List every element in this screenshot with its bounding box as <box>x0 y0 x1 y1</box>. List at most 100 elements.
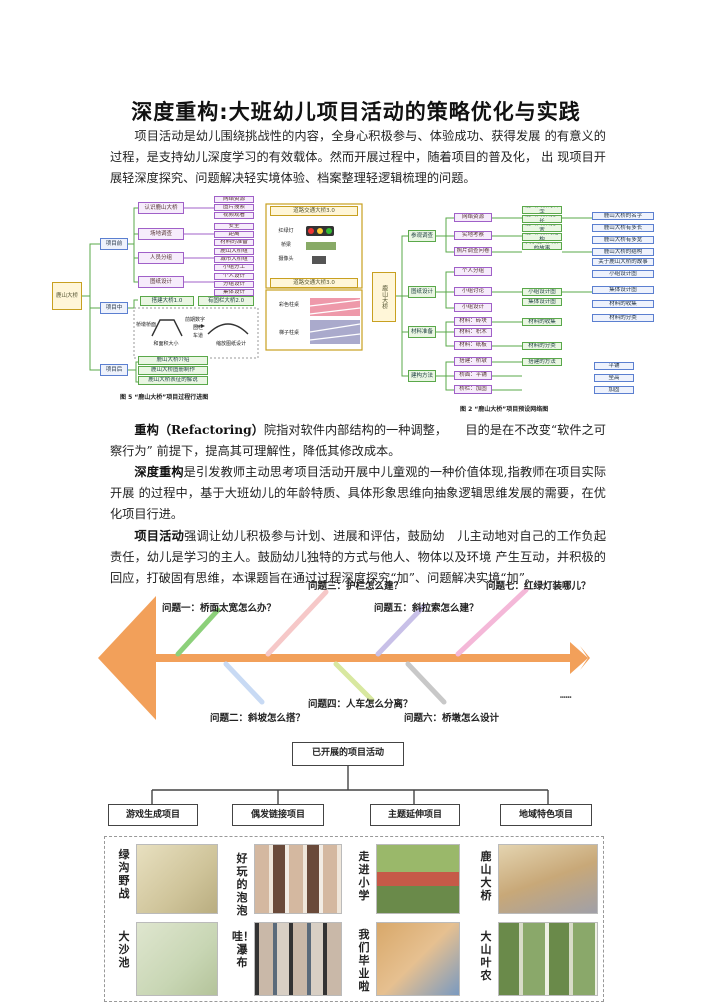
pre-item: 个人设计 <box>214 273 254 280</box>
network-detail: 关于鹿山大桥的故事 <box>522 242 562 250</box>
activity-tree-root: 已开展的项目活动 <box>292 742 404 766</box>
pre-item: 小组分工 <box>214 264 254 271</box>
mid-bridge-v3b: 道路交通大桥3.0 <box>270 278 358 288</box>
fishbone-question-2: 问题二：斜坡怎么搭？ <box>210 713 306 724</box>
fishbone-diagram: 问题一：桥面太宽怎么办？ 问题三：护栏怎么建？ 问题五：斜拉索怎么建？ 问题七：… <box>90 570 610 730</box>
network-leaf: 实地考察 <box>454 231 492 240</box>
photo-grid-frame <box>104 836 604 1002</box>
pre-item: 城市大桥组 <box>214 256 254 263</box>
mid-label: 缩放图纸设计 <box>215 341 246 347</box>
mid-label: 车道 <box>192 333 203 339</box>
network-detail: 搭建的方法 <box>522 358 562 366</box>
fishbone-question-6: 问题六：桥墩怎么设计 <box>404 713 500 724</box>
activity-item-label: 我们毕业啦 <box>358 928 370 993</box>
mid-bridge-v1: 搭建大桥1.0 <box>140 296 194 306</box>
definition-term: 重构（Refactoring） <box>134 423 264 437</box>
fishbone-question-1: 问题一：桥面太宽怎么办？ <box>162 603 277 614</box>
mid-bridge-v2: 有固栏大桥2.0 <box>198 296 254 306</box>
definition-term: 项目活动 <box>134 529 185 543</box>
network-detail: 加固 <box>594 386 634 394</box>
network-leaf: 小组讨论 <box>454 287 492 296</box>
network-leaf: 材料：积木 <box>454 328 492 337</box>
network-leaf: 搭建：桥墩 <box>454 357 492 366</box>
network-detail: 鹿山大桥有多宽 <box>522 224 562 232</box>
pre-group-1: 认识鹿山大桥 <box>138 202 184 214</box>
photo-lushan-bridge <box>498 844 598 914</box>
pre-item: 视频观看 <box>214 212 254 219</box>
network-detail: 鹿山大桥的结构 <box>592 248 654 256</box>
phase-pre: 项目前 <box>100 238 128 250</box>
mid-label: 前期数字 <box>184 317 205 323</box>
definition-text: 是引发教师主动思考项目活动开展中儿童观的一种价值体现,指教师在项目实际开展 的过… <box>110 465 607 521</box>
mid-label: 固栏 <box>192 325 203 331</box>
photo-primary-school <box>376 844 460 914</box>
photo-sand-pool <box>136 922 218 996</box>
network-branch-3: 材料准备 <box>408 326 436 338</box>
photo-trench-game <box>136 844 218 914</box>
network-detail: 鹿山大桥有多长 <box>522 215 562 223</box>
photo-tea-farmers <box>498 922 598 996</box>
pre-group-4: 图纸设计 <box>138 276 184 288</box>
figure1-caption: 图 5 “鹿山大桥”项目过程行进图 <box>120 394 209 401</box>
definition-text: 院指对软件内部结构的一种调整， 目的是在不改变“软件之可察行为” 前提下，提高其… <box>110 423 606 458</box>
mid-label: 摄像头 <box>278 256 294 262</box>
activity-item-label: 绿沟野战 <box>118 848 130 900</box>
pre-group-2: 场地调查 <box>138 228 184 240</box>
network-leaf: 个人分组 <box>454 267 492 276</box>
pre-item: 网络资源 <box>214 196 254 203</box>
activity-tree-connectors <box>151 766 549 804</box>
network-leaf: 小组设计 <box>454 303 492 312</box>
network-map-connectors <box>396 217 592 391</box>
pre-item: 安全 <box>214 223 254 230</box>
photo-graduation <box>376 922 460 996</box>
network-branch-2: 图纸设计 <box>408 286 436 298</box>
intro-paragraph: 项目活动是幼儿围绕挑战性的内容，全身心积极参与、体验成功、获得发展 的有意义的过… <box>110 129 606 185</box>
definition-project-activity: 项目活动强调让幼儿积极参与计划、进展和评估，鼓励幼 儿主动地对自己的工作负起责任… <box>110 526 606 589</box>
definition-refactoring: 重构（Refactoring）院指对软件内部结构的一种调整， 目的是在不改变“软… <box>110 420 606 462</box>
photo-bubbles <box>254 844 342 914</box>
figure2-caption: 图 2 “鹿山大桥”项目预设网络图 <box>460 406 549 413</box>
phase-mid: 项目中 <box>100 302 128 314</box>
network-detail: 平铺 <box>594 362 634 370</box>
figure-network-map: 鹿山大桥 参观调查 图纸设计 材料准备 建构方法 网络资源 实地考察 照片调查问… <box>372 206 664 402</box>
photo-waterfall <box>254 922 342 996</box>
activity-category-2: 偶发链接项目 <box>232 804 324 826</box>
network-root-node: 鹿山大桥 <box>372 272 396 322</box>
pre-item: 鹿山大桥组 <box>214 248 254 255</box>
activity-category-3: 主题延伸项目 <box>370 804 460 826</box>
activity-category-1: 游戏生成项目 <box>108 804 198 826</box>
fishbone-question-3: 问题三：护栏怎么建？ <box>308 581 404 592</box>
network-branch-4: 建构方法 <box>408 370 436 382</box>
network-detail: 鹿山大桥有多长 <box>592 224 654 232</box>
network-detail: 小组设计图 <box>592 270 654 278</box>
pre-item: 分组设计 <box>214 281 254 288</box>
mid-bridge-v3: 道路交通大桥3.0 <box>270 206 358 216</box>
pre-item: 距离 <box>214 231 254 238</box>
network-detail: 材料的分类 <box>522 342 562 350</box>
fishbone-question-7: 问题七：红绿灯装哪儿？ <box>486 581 591 592</box>
network-detail: 鹿山大桥的名字 <box>522 206 562 214</box>
post-item: 鹿山大桥图册制作 <box>138 366 208 375</box>
fishbone-graphic <box>98 587 590 720</box>
activity-item-label: 大山叶农 <box>480 930 492 982</box>
pre-group-3: 人员分组 <box>138 252 184 264</box>
network-leaf: 桥栏：加固 <box>454 385 492 394</box>
network-detail: 材料的分类 <box>592 314 654 322</box>
figure-process-map: 鹿山大桥 项目前 项目中 项目后 认识鹿山大桥 场地调查 人员分组 图纸设计 网… <box>48 196 368 396</box>
definition-deep-refactoring: 深度重构是引发教师主动思考项目活动开展中儿童观的一种价值体现,指教师在项目实际开… <box>110 462 606 525</box>
pre-item: 图片搜索 <box>214 204 254 211</box>
page-title: 深度重构:大班幼儿项目活动的策略优化与实践 <box>131 100 581 124</box>
network-leaf: 材料：砖块 <box>454 317 492 326</box>
fishbone-question-5: 问题五：斜拉索怎么建？ <box>374 603 479 614</box>
mid-label: 红绿灯 <box>278 228 294 234</box>
network-detail: 集体设计图 <box>592 286 654 294</box>
network-branch-1: 参观调查 <box>408 230 436 242</box>
fishbone-ellipsis: …… <box>560 690 572 701</box>
network-detail: 鹿山大桥的名字 <box>592 212 654 220</box>
network-detail: 材料的收集 <box>522 318 562 326</box>
mid-label: 和面积大小 <box>153 341 179 347</box>
definition-term: 深度重构 <box>134 465 184 479</box>
pre-item: 集体设计 <box>214 289 254 296</box>
network-detail: 小组设计图 <box>522 288 562 296</box>
activity-item-label: 走进小学 <box>358 850 370 902</box>
